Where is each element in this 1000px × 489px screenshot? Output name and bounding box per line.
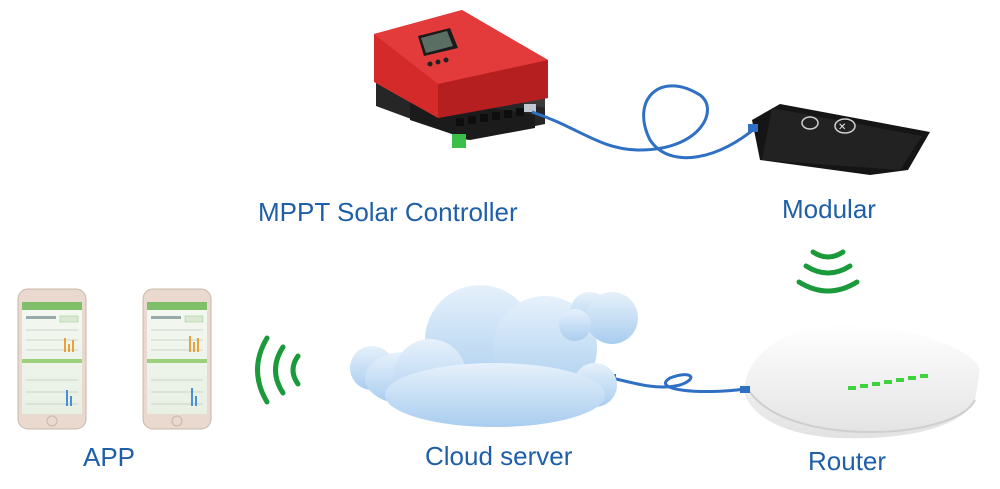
modular-label: Modular bbox=[782, 194, 876, 224]
modular-device: ✕ bbox=[748, 104, 930, 175]
controller-label: MPPT Solar Controller bbox=[258, 197, 518, 227]
wifi-signal-icon bbox=[255, 335, 301, 405]
wifi-signal-icon bbox=[796, 249, 860, 294]
phone-2 bbox=[142, 288, 212, 430]
controller-port bbox=[524, 104, 536, 112]
app-label: APP bbox=[83, 442, 136, 472]
svg-text:✕: ✕ bbox=[838, 122, 846, 133]
cloud-server-icon bbox=[350, 285, 638, 427]
router bbox=[740, 324, 980, 439]
phone-1 bbox=[17, 288, 87, 430]
cloud-server-label: Cloud server bbox=[425, 441, 573, 471]
ethernet-cable-router bbox=[611, 373, 746, 394]
router-label: Router bbox=[808, 446, 887, 476]
green-connector bbox=[452, 134, 466, 148]
ethernet-cable-controller bbox=[531, 84, 762, 160]
mppt-solar-controller bbox=[374, 10, 548, 148]
